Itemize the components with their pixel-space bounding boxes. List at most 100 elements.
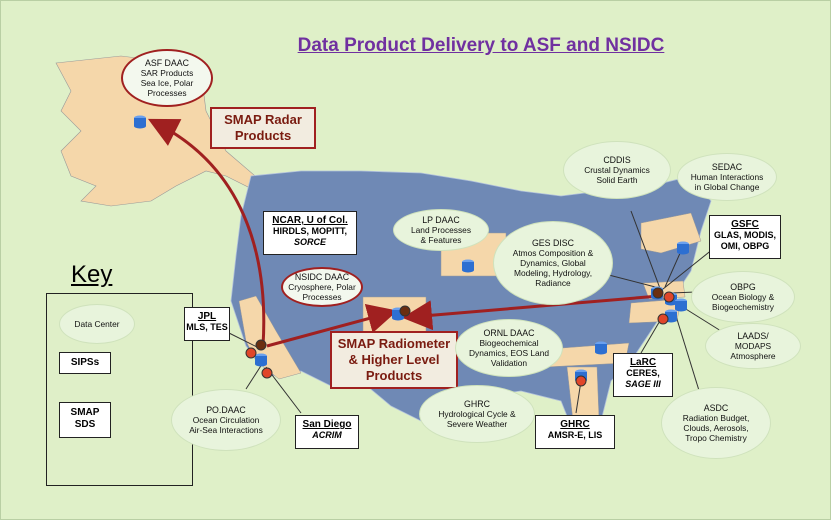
db-icon-lp: [462, 259, 474, 273]
sips-sandiego: San Diego ACRIM: [295, 415, 359, 449]
label-text: Crustal Dynamics: [584, 165, 650, 175]
sds-dot-gsfc: [652, 287, 664, 299]
label-text: CERES,: [626, 368, 660, 378]
label-text: ASDC: [703, 403, 729, 413]
label-text: CDDIS: [603, 155, 631, 165]
callout-radar: SMAP Radar Products: [210, 107, 316, 149]
label-text: SDS: [74, 419, 96, 430]
sips-gsfc: GSFC GLAS, MODIS, OMI, OBPG: [709, 215, 781, 259]
page-title: Data Product Delivery to ASF and NSIDC: [297, 35, 665, 56]
key-title: Key: [71, 261, 113, 288]
label-text: AMSR-E, LIS: [547, 430, 603, 440]
label-text: MLS, TES: [186, 322, 228, 332]
center-ges: GES DISC Atmos Composition & Dynamics, G…: [493, 221, 613, 305]
label-text: SORCE: [293, 237, 326, 247]
label-text: Severe Weather: [446, 419, 508, 429]
label-text: in Global Change: [694, 182, 760, 192]
label-text: Ocean Biology &: [711, 292, 775, 302]
label-text: GES DISC: [531, 238, 575, 248]
label-text: Air-Sea Interactions: [189, 425, 263, 435]
label-text: Products: [234, 128, 292, 143]
key-sds: SMAP SDS: [59, 402, 111, 438]
label-text: MODAPS: [734, 341, 772, 351]
label-text: PO.DAAC: [206, 405, 246, 415]
sips-dot-jpl: [245, 347, 257, 359]
label-text: SMAP Radiometer: [337, 336, 451, 351]
label-text: Dynamics, Global: [520, 258, 586, 268]
sips-larc: LaRC CERES, SAGE III: [613, 353, 673, 397]
label-text: JPL: [197, 311, 217, 322]
center-lp: LP DAAC Land Processes & Features: [393, 209, 489, 251]
center-ornl: ORNL DAAC Biogeochemical Dynamics, EOS L…: [455, 319, 563, 377]
label-text: Hydrological Cycle &: [438, 409, 516, 419]
label-text: SEDAC: [711, 162, 743, 172]
label-text: SMAP: [70, 407, 100, 418]
sips-ncar: NCAR, U of Col. HIRDLS, MOPITT, SORCE: [263, 211, 357, 255]
label-text: Modeling, Hydrology,: [513, 268, 593, 278]
label-text: Sea Ice, Polar: [140, 78, 194, 88]
label-text: Tropo Chemistry: [685, 433, 747, 443]
label-text: ASF DAAC: [145, 58, 189, 68]
label-text: Biogeochemistry: [712, 302, 774, 312]
label-text: Clouds, Aerosols,: [683, 423, 749, 433]
center-podaac: PO.DAAC Ocean Circulation Air-Sea Intera…: [171, 389, 281, 451]
label-text: Processes: [302, 292, 342, 302]
label-text: & Higher Level: [348, 352, 440, 367]
label-text: Cryosphere, Polar: [288, 282, 356, 292]
label-text: Radiation Budget,: [682, 413, 750, 423]
label-text: NCAR, U of Col.: [272, 215, 348, 226]
label-text: GSFC: [731, 219, 759, 230]
key-data-center: Data Center: [59, 304, 135, 344]
sips-dot-sandiego: [261, 367, 273, 379]
db-icon-ornl: [595, 341, 607, 355]
center-sedac: SEDAC Human Interactions in Global Chang…: [677, 153, 777, 201]
label-text: Dynamics, EOS Land: [468, 348, 550, 358]
label-text: Atmos Composition &: [512, 248, 594, 258]
sds-dot-jpl: [255, 339, 267, 351]
label-text: Radiance: [535, 278, 571, 288]
label-text: Atmosphere: [730, 351, 776, 361]
label-text: OMI, OBPG: [720, 241, 770, 251]
label-text: & Features: [420, 235, 462, 245]
sds-dot-nsidc: [399, 305, 411, 317]
label-text: Products: [365, 368, 423, 383]
center-asdc: ASDC Radiation Budget, Clouds, Aerosols,…: [661, 387, 771, 459]
label-text: GHRC: [560, 419, 590, 430]
sips-ghrc: GHRC AMSR-E, LIS: [535, 415, 615, 449]
center-cddis: CDDIS Crustal Dynamics Solid Earth: [563, 141, 671, 199]
label-text: San Diego: [302, 419, 352, 430]
label-text: ACRIM: [312, 430, 342, 440]
label-text: SIPSs: [70, 357, 100, 368]
label-text: HIRDLS, MOPITT,: [273, 226, 347, 236]
center-ghrc: GHRC Hydrological Cycle & Severe Weather: [419, 385, 535, 443]
center-obpg: OBPG Ocean Biology & Biogeochemistry: [691, 271, 795, 323]
label-text: ORNL DAAC: [483, 328, 535, 338]
label-text: Ocean Circulation: [192, 415, 260, 425]
db-icon-asf: [134, 115, 146, 129]
arrow-radar-to-asf: [147, 118, 266, 347]
sips-jpl: JPL MLS, TES: [184, 307, 230, 341]
db-icon-jpl: [255, 353, 267, 367]
label-text: GHRC: [464, 399, 490, 409]
label-text: SAR Products: [140, 68, 194, 78]
sips-dot-larc: [657, 313, 669, 325]
center-laads: LAADS/ MODAPS Atmosphere: [705, 323, 801, 369]
label-text: SMAP Radar: [224, 112, 302, 127]
label-text: Biogeochemical: [479, 338, 539, 348]
arrow-jpl-to-nsidc: [266, 304, 398, 348]
label-text: Human Interactions: [690, 172, 764, 182]
db-icon-sedac: [677, 241, 689, 255]
center-nsidc: NSIDC DAAC Cryosphere, Polar Processes: [281, 267, 363, 307]
label-text: Processes: [147, 88, 187, 98]
label-text: LP DAAC: [422, 215, 460, 225]
arrow-gsfc-to-nsidc: [402, 294, 660, 331]
label-text: SAGE III: [625, 379, 661, 389]
callout-radiometer: SMAP Radiometer & Higher Level Products: [330, 331, 458, 389]
state-california: [238, 295, 302, 380]
label-text: LaRC: [629, 357, 657, 368]
label-text: GLAS, MODIS,: [713, 230, 776, 240]
key-sipss: SIPSs: [59, 352, 111, 374]
db-icon-gsfc-3: [675, 298, 687, 312]
label-text: NSIDC DAAC: [294, 272, 350, 282]
